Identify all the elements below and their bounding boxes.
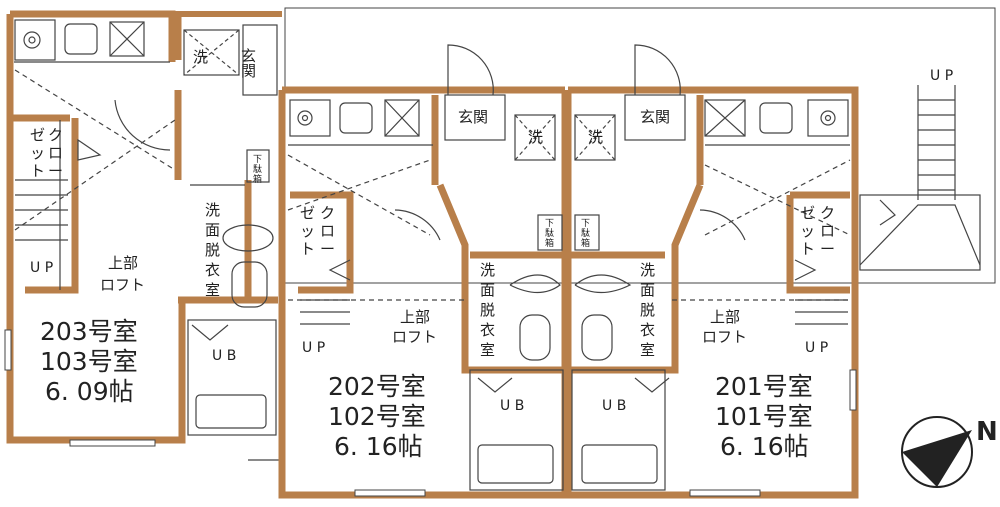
geta-203-1: 下	[253, 155, 262, 165]
senmen-202-5: 室	[480, 341, 495, 359]
room-203-label: 203号室	[40, 317, 138, 346]
loft-202-label: 上部	[400, 308, 430, 326]
loft-201-label: 上部	[710, 308, 740, 326]
closet-203-5: ロ	[48, 144, 63, 162]
kitchen-203	[14, 19, 176, 231]
geta-202-1: 下	[545, 219, 554, 229]
interior-201	[571, 44, 851, 491]
north-arrow	[901, 416, 973, 488]
up-201-label: U P	[805, 340, 828, 356]
senmen-201-5: 室	[640, 341, 655, 359]
closet-203-4: ク	[48, 126, 63, 144]
senmen-201-3: 脱	[640, 301, 655, 319]
closet-201-3: ト	[800, 240, 815, 258]
ub-203: U B	[212, 348, 236, 364]
ub-202: U B	[500, 398, 524, 414]
wash-202: 洗	[528, 128, 543, 146]
geta-203-2: 駄	[253, 163, 262, 175]
exterior-staircase	[859, 85, 981, 271]
loft-203-label: 上部	[108, 254, 138, 272]
closet-202-4: ク	[320, 204, 335, 222]
closet-203-3: ト	[30, 162, 45, 180]
senmen-201-1: 洗	[640, 261, 655, 279]
up-203-label: U P	[30, 260, 53, 276]
unit-201	[564, 86, 859, 499]
closet-203-1: ゼ	[30, 126, 45, 144]
senmen-203-4: 衣	[205, 261, 220, 279]
closet-203-6: ー	[48, 162, 63, 180]
room-202-label: 202号室	[328, 372, 426, 401]
senmen-201-4: 衣	[640, 321, 655, 339]
senmen-203-1: 洗	[205, 201, 220, 219]
washroom-203	[183, 24, 283, 495]
closet-201-5: ロ	[820, 222, 835, 240]
geta-202-3: 箱	[545, 237, 554, 249]
closet-201-6: ー	[820, 240, 835, 258]
room-102-label: 102号室	[328, 402, 426, 431]
geta-201-2: 駄	[581, 227, 590, 239]
room-101-label: 101号室	[715, 402, 813, 431]
up-202-label: U P	[302, 340, 325, 356]
senmen-202-4: 衣	[480, 321, 495, 339]
closet-202-2: ッ	[300, 222, 315, 240]
closet-202-5: ロ	[320, 222, 335, 240]
closet-201-1: ゼ	[800, 204, 815, 222]
senmen-203-3: 脱	[205, 241, 220, 259]
loft2-203-label: ロフト	[100, 276, 145, 294]
interior-202	[287, 44, 564, 491]
loft-stair-203	[15, 120, 102, 290]
loft2-201-label: ロフト	[702, 328, 747, 346]
labels: 203号室 103号室 6. 09帖 上部 ロフト U P ゼ ッ ト ク ロ …	[30, 48, 998, 461]
room-103-label: 103号室	[40, 347, 138, 376]
geta-201-3: 箱	[581, 237, 590, 249]
geta-202-2: 駄	[545, 227, 554, 239]
area-203-label: 6. 09帖	[45, 377, 134, 406]
closet-201-4: ク	[820, 204, 835, 222]
senmen-203-5: 室	[205, 281, 220, 299]
closet-202-6: ー	[320, 240, 335, 258]
ub-201: U B	[602, 398, 626, 414]
wash-203: 洗	[193, 48, 208, 66]
closet-201-2: ッ	[800, 222, 815, 240]
senmen-202-2: 面	[480, 281, 495, 299]
senmen-202-3: 脱	[480, 301, 495, 319]
senmen-202-1: 洗	[480, 261, 495, 279]
genkan-202: 玄関	[458, 108, 488, 126]
unit-202	[278, 86, 569, 499]
room-201-label: 201号室	[715, 372, 813, 401]
loft2-202-label: ロフト	[392, 328, 437, 346]
area-202-label: 6. 16帖	[334, 432, 423, 461]
senmen-203-2: 面	[205, 221, 220, 239]
stair-up-label: U P	[930, 68, 953, 84]
area-201-label: 6. 16帖	[720, 432, 809, 461]
genkan-203: 玄関	[239, 48, 257, 79]
wash-201: 洗	[588, 128, 603, 146]
geta-201-1: 下	[581, 219, 590, 229]
north-label: N	[976, 417, 998, 447]
unit-203	[6, 10, 282, 444]
closet-202-3: ト	[300, 240, 315, 258]
genkan-201: 玄関	[640, 108, 670, 126]
closet-203-2: ッ	[30, 144, 45, 162]
senmen-201-2: 面	[640, 281, 655, 299]
geta-203-3: 箱	[253, 173, 262, 185]
closet-202-1: ゼ	[300, 204, 315, 222]
